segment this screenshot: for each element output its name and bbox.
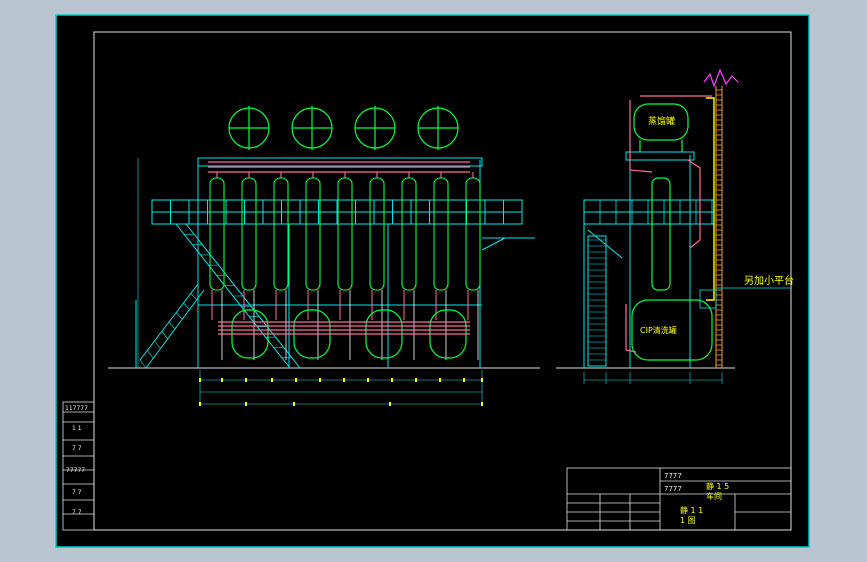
dim-tick <box>319 378 321 382</box>
side-view <box>556 68 792 384</box>
stair-tread <box>190 293 197 300</box>
title-name-2: 车间 <box>706 492 722 501</box>
front-view <box>108 106 540 406</box>
stair-tread <box>176 312 183 320</box>
dim-tick <box>295 378 297 382</box>
drawing-sheet <box>55 14 810 548</box>
dim-tick <box>439 378 441 382</box>
dim-tick <box>199 402 201 406</box>
dim-tick <box>463 378 465 382</box>
title-block <box>566 467 792 531</box>
inner-frame <box>93 31 792 531</box>
dim-tick <box>481 402 483 406</box>
left-title-strip <box>62 401 95 531</box>
top-tank-label: 蒸馏罐 <box>648 117 676 127</box>
left-strip-5: 7 7 <box>72 489 82 496</box>
dim-tick <box>389 402 391 406</box>
stair-tread <box>168 321 176 330</box>
bottom-tank-label: CIP清洗罐 <box>640 326 677 335</box>
dim-tick <box>245 378 247 382</box>
title-row-2: 7777 <box>664 485 682 493</box>
left-strip-2: 1 1 <box>72 425 82 432</box>
title-name-3: 静 1 1 <box>680 506 704 515</box>
left-strip-3: 7 7 <box>72 445 82 452</box>
left-strip-4: 77777 <box>66 467 86 474</box>
dim-tick <box>391 378 393 382</box>
left-strip-1: 117777 <box>65 405 88 412</box>
stair-tread <box>147 350 154 359</box>
left-strip-6: 7 7 <box>72 509 82 516</box>
dim-tick <box>245 402 247 406</box>
stair-tread <box>154 340 161 349</box>
title-name-1: 静 1 5 <box>706 482 730 491</box>
stair-tread <box>183 302 190 310</box>
title-row-1: 7777 <box>664 472 682 480</box>
dim-tick <box>293 402 295 406</box>
dim-tick <box>367 378 369 382</box>
dim-tick <box>415 378 417 382</box>
title-name-4: 1 图 <box>680 516 696 525</box>
dim-tick <box>481 378 483 382</box>
dim-tick <box>199 378 201 382</box>
callout-label: 另加小平台 <box>744 276 794 287</box>
stair-tread <box>161 331 168 339</box>
dim-tick <box>343 378 345 382</box>
dim-tick <box>271 378 273 382</box>
dim-tick <box>221 378 223 382</box>
stair-tread <box>139 359 147 369</box>
